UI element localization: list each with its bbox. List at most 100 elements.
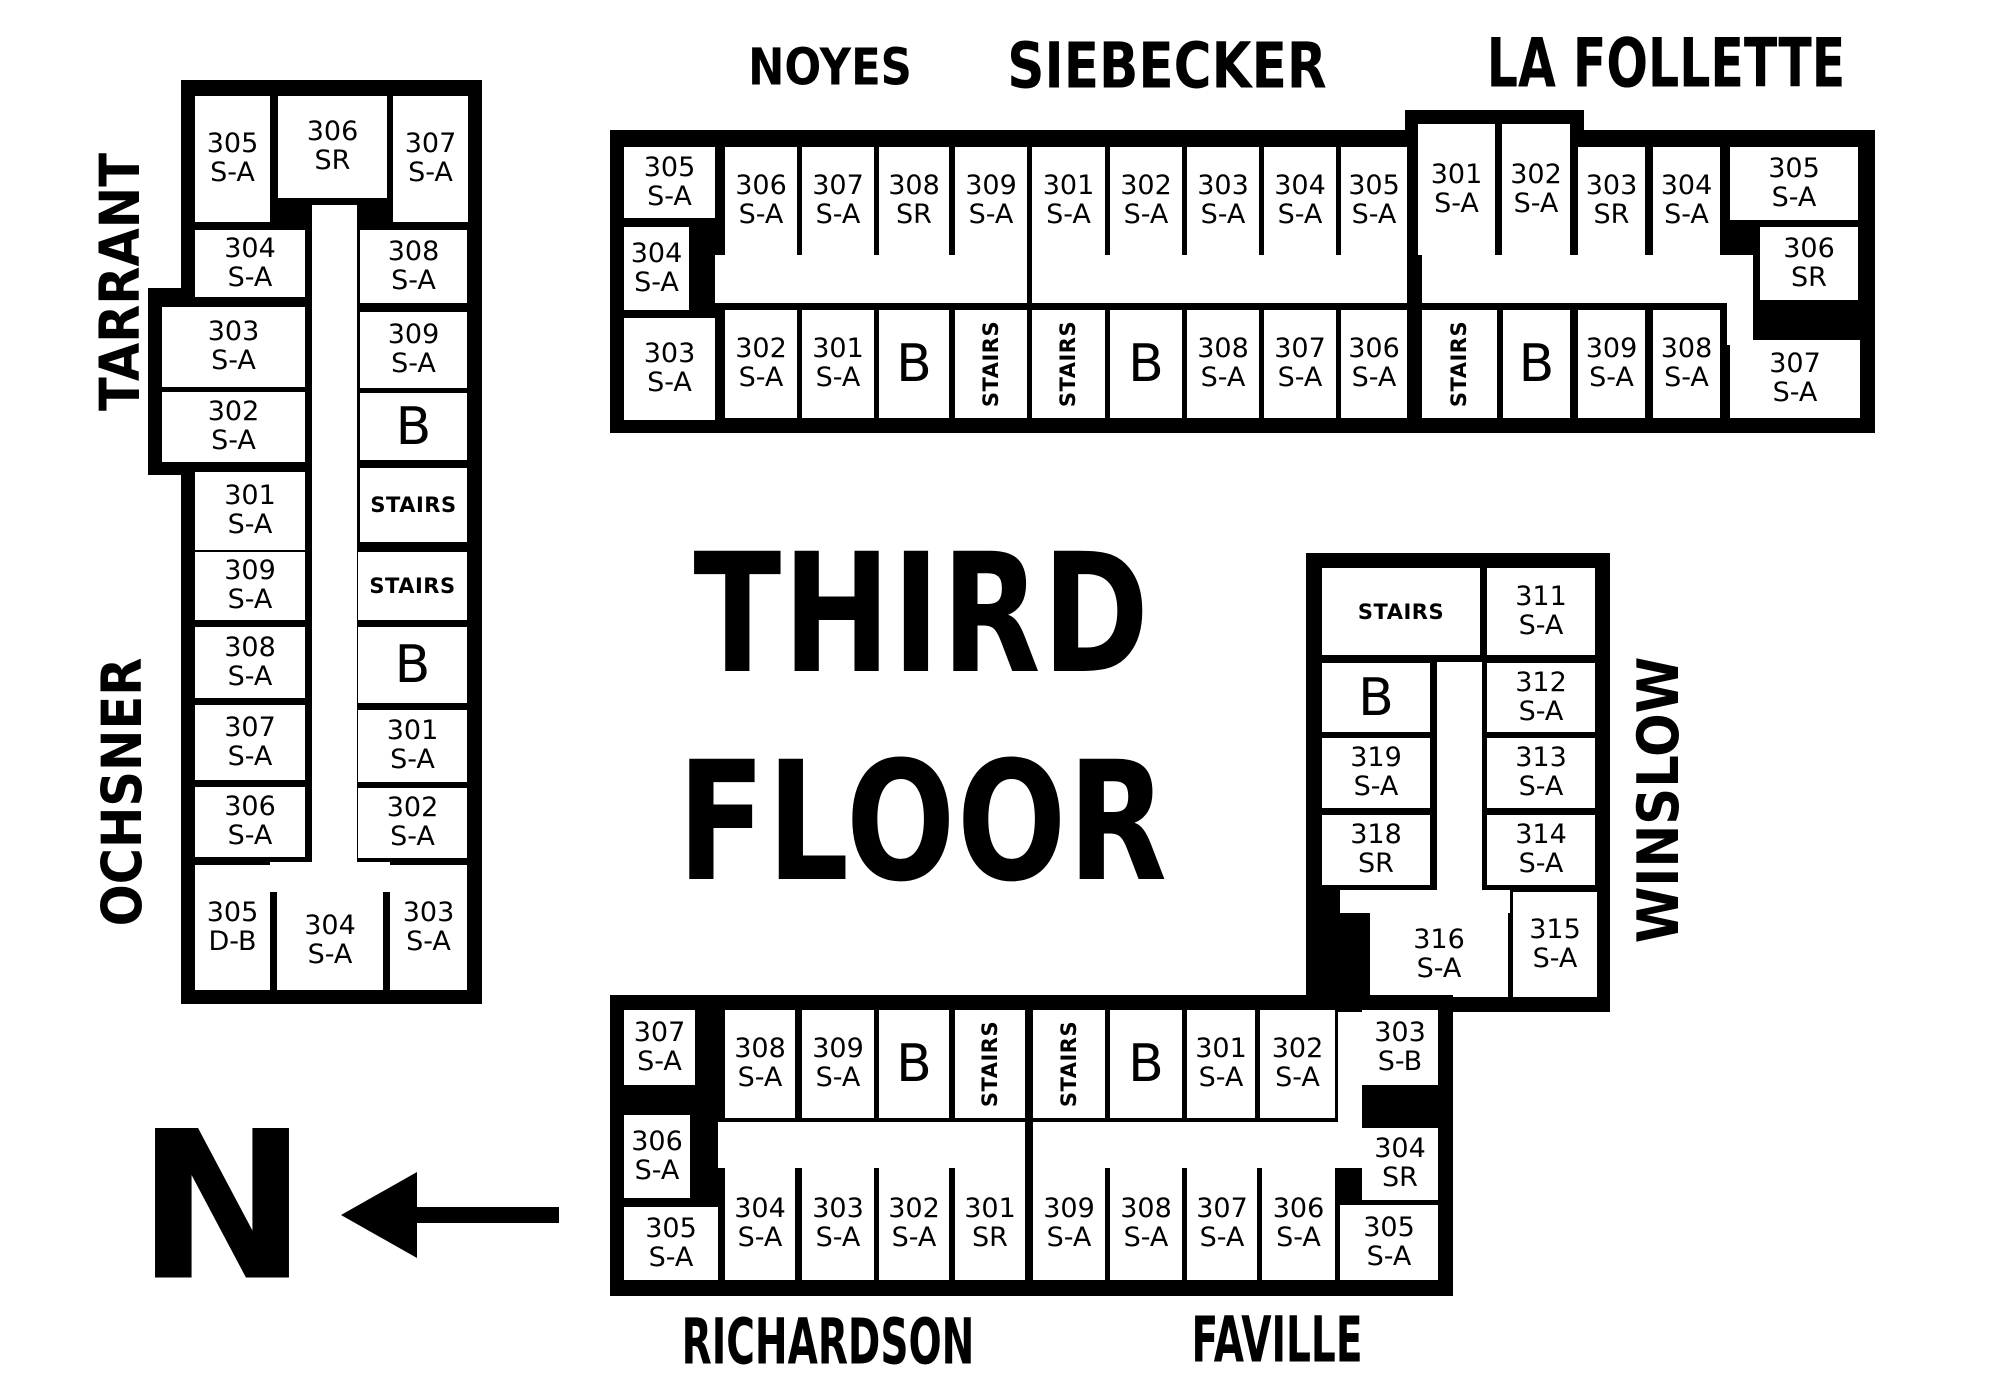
room-number: 306 — [631, 1125, 683, 1157]
room-number: 313 — [1515, 742, 1567, 774]
room-number: 302 — [1510, 158, 1562, 190]
winslow-corridor-0 — [1437, 662, 1482, 912]
room-number: 301 — [224, 480, 276, 512]
room-type: S-A — [1518, 695, 1564, 727]
bathroom-label: B — [896, 334, 932, 394]
stairs-label: STAIRS — [370, 493, 457, 517]
room-type: S-A — [406, 925, 451, 957]
room-number: 307 — [633, 1016, 686, 1048]
room-number: 303 — [1374, 1016, 1426, 1048]
room-type: S-A — [1275, 1062, 1320, 1093]
room-number: 301 — [964, 1193, 1016, 1225]
room-type: S-A — [637, 1045, 682, 1077]
room-number: 303 — [1197, 170, 1249, 202]
noyes-siebecker-lafollette-stairs-27: STAIRS — [1422, 310, 1497, 418]
richardson-faville-b-room-5: B — [879, 1010, 949, 1118]
bathroom-label: B — [395, 396, 432, 457]
room-number: 302 — [1271, 1033, 1324, 1065]
hall-label-winslow: WINSLOW — [1626, 656, 1692, 944]
room-type: S-A — [1200, 362, 1246, 393]
tarrant-ochsner-b-room-9: B — [360, 393, 467, 460]
room-number: 309 — [1585, 333, 1638, 365]
page-title-line-2: FLOOR — [677, 726, 1169, 918]
room-number: 309 — [224, 555, 276, 587]
room-type: S-A — [1366, 1240, 1412, 1272]
room-number: 318 — [1350, 819, 1402, 851]
room-type: S-A — [1532, 942, 1578, 974]
room-number: 309 — [387, 319, 440, 351]
room-type: SR — [1358, 848, 1394, 879]
hall-label-richardson: RICHARDSON — [681, 1305, 975, 1379]
room-number: 307 — [1769, 348, 1821, 380]
room-number: 304 — [734, 1193, 786, 1225]
room-type: S-A — [1353, 771, 1399, 802]
noyes-siebecker-lafollette-corridor-0 — [715, 255, 1027, 303]
winslow-corridor-1 — [1340, 890, 1510, 913]
room-number: 312 — [1515, 666, 1567, 698]
room-type: S-A — [738, 362, 784, 393]
noyes-siebecker-lafollette-b-room-23: B — [1110, 310, 1182, 418]
page-title-line-1: THIRD — [693, 518, 1151, 710]
bathroom-label: B — [1518, 334, 1555, 394]
room-type: S-A — [211, 425, 256, 456]
bathroom-label: B — [1128, 334, 1164, 394]
room-type: S-A — [737, 1062, 783, 1093]
room-type: D-B — [208, 925, 257, 957]
room-number: 309 — [965, 170, 1017, 202]
room-number: 306 — [1272, 1193, 1325, 1225]
stairs-label: STAIRS — [1056, 320, 1081, 408]
stairs-label: STAIRS — [1357, 599, 1445, 624]
room-number: 304 — [1660, 170, 1713, 202]
room-number: 302 — [735, 333, 787, 365]
room-type: S-A — [390, 821, 435, 852]
room-number: 304 — [224, 232, 276, 264]
room-type: S-A — [634, 266, 679, 298]
room-type: S-A — [815, 1222, 861, 1253]
bathroom-label: B — [1358, 667, 1394, 728]
room-type: S-A — [1513, 187, 1559, 219]
room-type: SR — [972, 1222, 1008, 1253]
room-type: S-A — [1277, 362, 1323, 393]
room-number: 305 — [206, 128, 259, 160]
richardson-faville-b-room-8: B — [1110, 1010, 1182, 1118]
room-type: S-A — [227, 740, 273, 772]
room-number: 306 — [306, 116, 359, 148]
noyes-siebecker-lafollette-b-room-20: B — [879, 310, 949, 418]
noyes-siebecker-lafollette-corridor-1 — [1032, 255, 1407, 303]
room-type: S-A — [815, 199, 861, 230]
room-type: S-A — [1276, 1222, 1321, 1253]
richardson-faville-stairs-6: STAIRS — [955, 1010, 1025, 1118]
room-type: S-A — [1772, 377, 1818, 408]
room-type: S-A — [738, 199, 784, 230]
room-number: 305 — [206, 896, 259, 928]
noyes-siebecker-lafollette-stairs-22: STAIRS — [1032, 310, 1105, 418]
room-number: 303 — [812, 1193, 864, 1225]
room-number: 308 — [1660, 333, 1713, 365]
room-number: 306 — [1783, 232, 1835, 264]
room-number: 308 — [888, 170, 940, 202]
room-number: 301 — [1430, 158, 1483, 190]
